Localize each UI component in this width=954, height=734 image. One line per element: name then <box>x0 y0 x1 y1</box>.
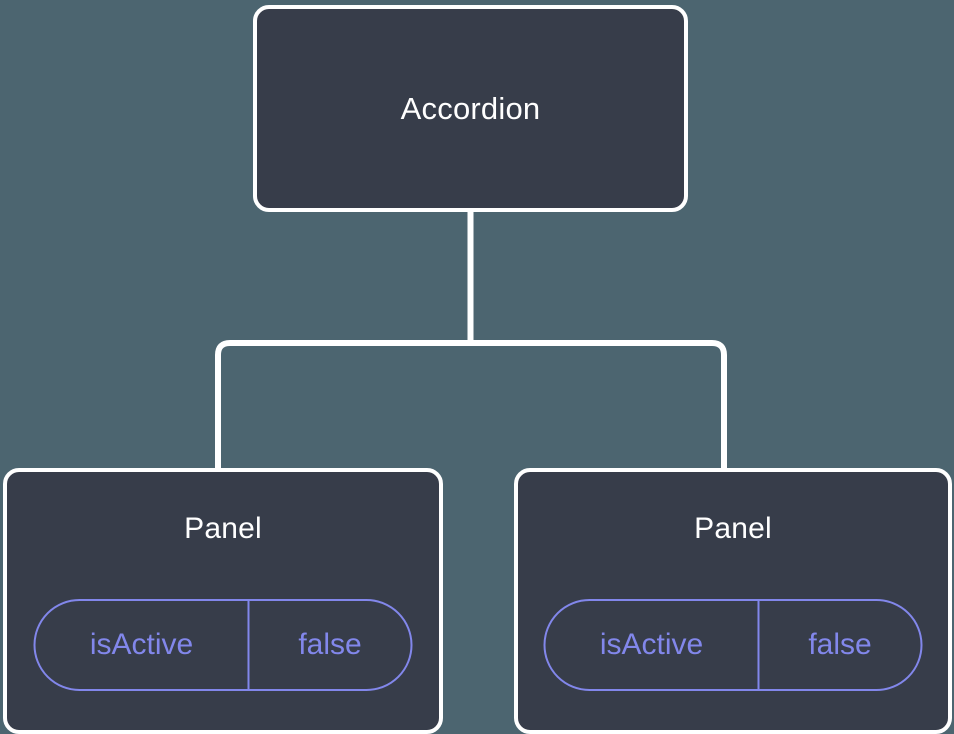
node-panel-1[interactable]: Panel isActive false <box>3 468 443 734</box>
prop-value: false <box>247 601 411 689</box>
prop-badge[interactable]: isActive false <box>543 599 923 691</box>
node-title: Accordion <box>400 91 541 126</box>
node-accordion[interactable]: Accordion <box>253 5 688 212</box>
connector-branch-bar <box>215 340 727 472</box>
node-title: Panel <box>694 512 772 545</box>
prop-name: isActive <box>89 628 194 661</box>
node-panel-2[interactable]: Panel isActive false <box>514 468 952 734</box>
node-title: Panel <box>184 512 262 545</box>
prop-name: isActive <box>599 628 704 661</box>
prop-badge[interactable]: isActive false <box>33 599 413 691</box>
prop-value: false <box>757 601 921 689</box>
